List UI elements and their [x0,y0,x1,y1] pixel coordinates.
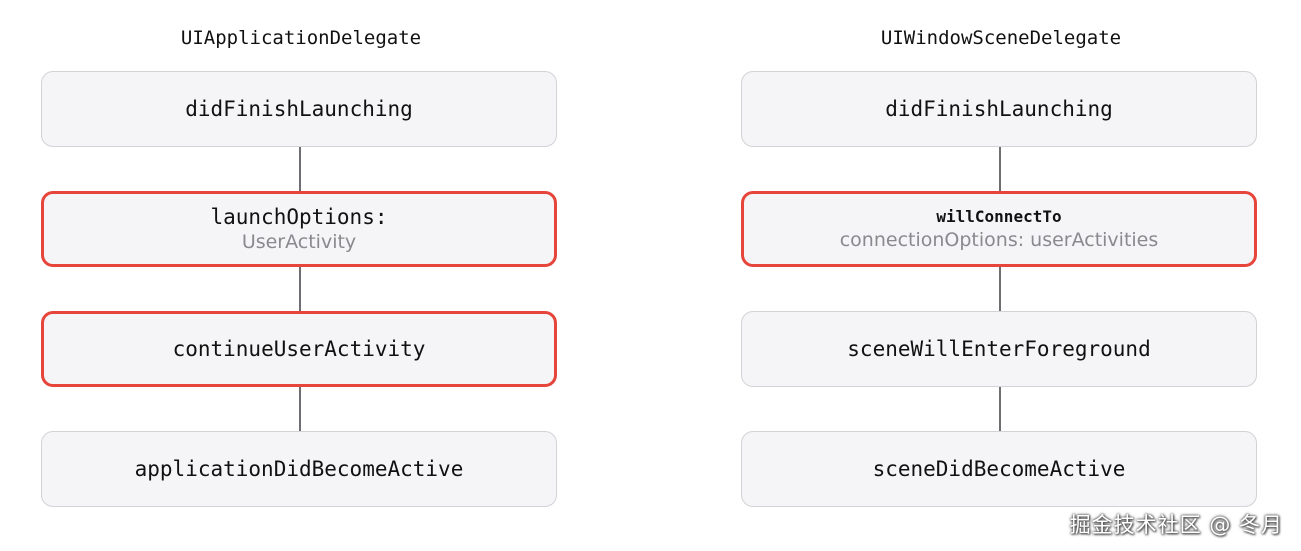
left-step-4-label: applicationDidBecomeActive [134,457,464,481]
left-step-did-finish-launching: didFinishLaunching [41,71,557,147]
right-connector-1 [999,147,1001,192]
right-connector-2 [999,267,1001,312]
watermark: 掘金技术社区 @ 冬月 [1069,513,1283,537]
left-step-2-sublabel: UserActivity [241,231,357,253]
right-column-title: UIWindowSceneDelegate [880,27,1122,49]
left-step-3-label: continueUserActivity [172,337,426,361]
right-step-4-label: sceneDidBecomeActive [872,457,1126,481]
right-step-scene-did-become-active: sceneDidBecomeActive [741,431,1257,507]
right-step-did-finish-launching: didFinishLaunching [741,71,1257,147]
right-step-2-sublabel: connectionOptions: userActivities [839,229,1159,251]
right-step-3-label: sceneWillEnterForeground [847,337,1151,361]
right-step-will-connect-to: willConnectTo connectionOptions: userAct… [741,191,1257,267]
left-step-launch-options: launchOptions: UserActivity [41,191,557,267]
left-step-application-did-become-active: applicationDidBecomeActive [41,431,557,507]
left-column-title: UIApplicationDelegate [180,27,422,49]
left-connector-3 [299,387,301,432]
left-step-2-label: launchOptions: [210,205,388,229]
right-connector-3 [999,387,1001,432]
right-step-1-label: didFinishLaunching [885,97,1113,121]
right-step-2-label: willConnectTo [936,207,1062,226]
right-step-scene-will-enter-foreground: sceneWillEnterForeground [741,311,1257,387]
left-connector-2 [299,267,301,312]
left-step-1-label: didFinishLaunching [185,97,413,121]
left-connector-1 [299,147,301,192]
left-step-continue-user-activity: continueUserActivity [41,311,557,387]
